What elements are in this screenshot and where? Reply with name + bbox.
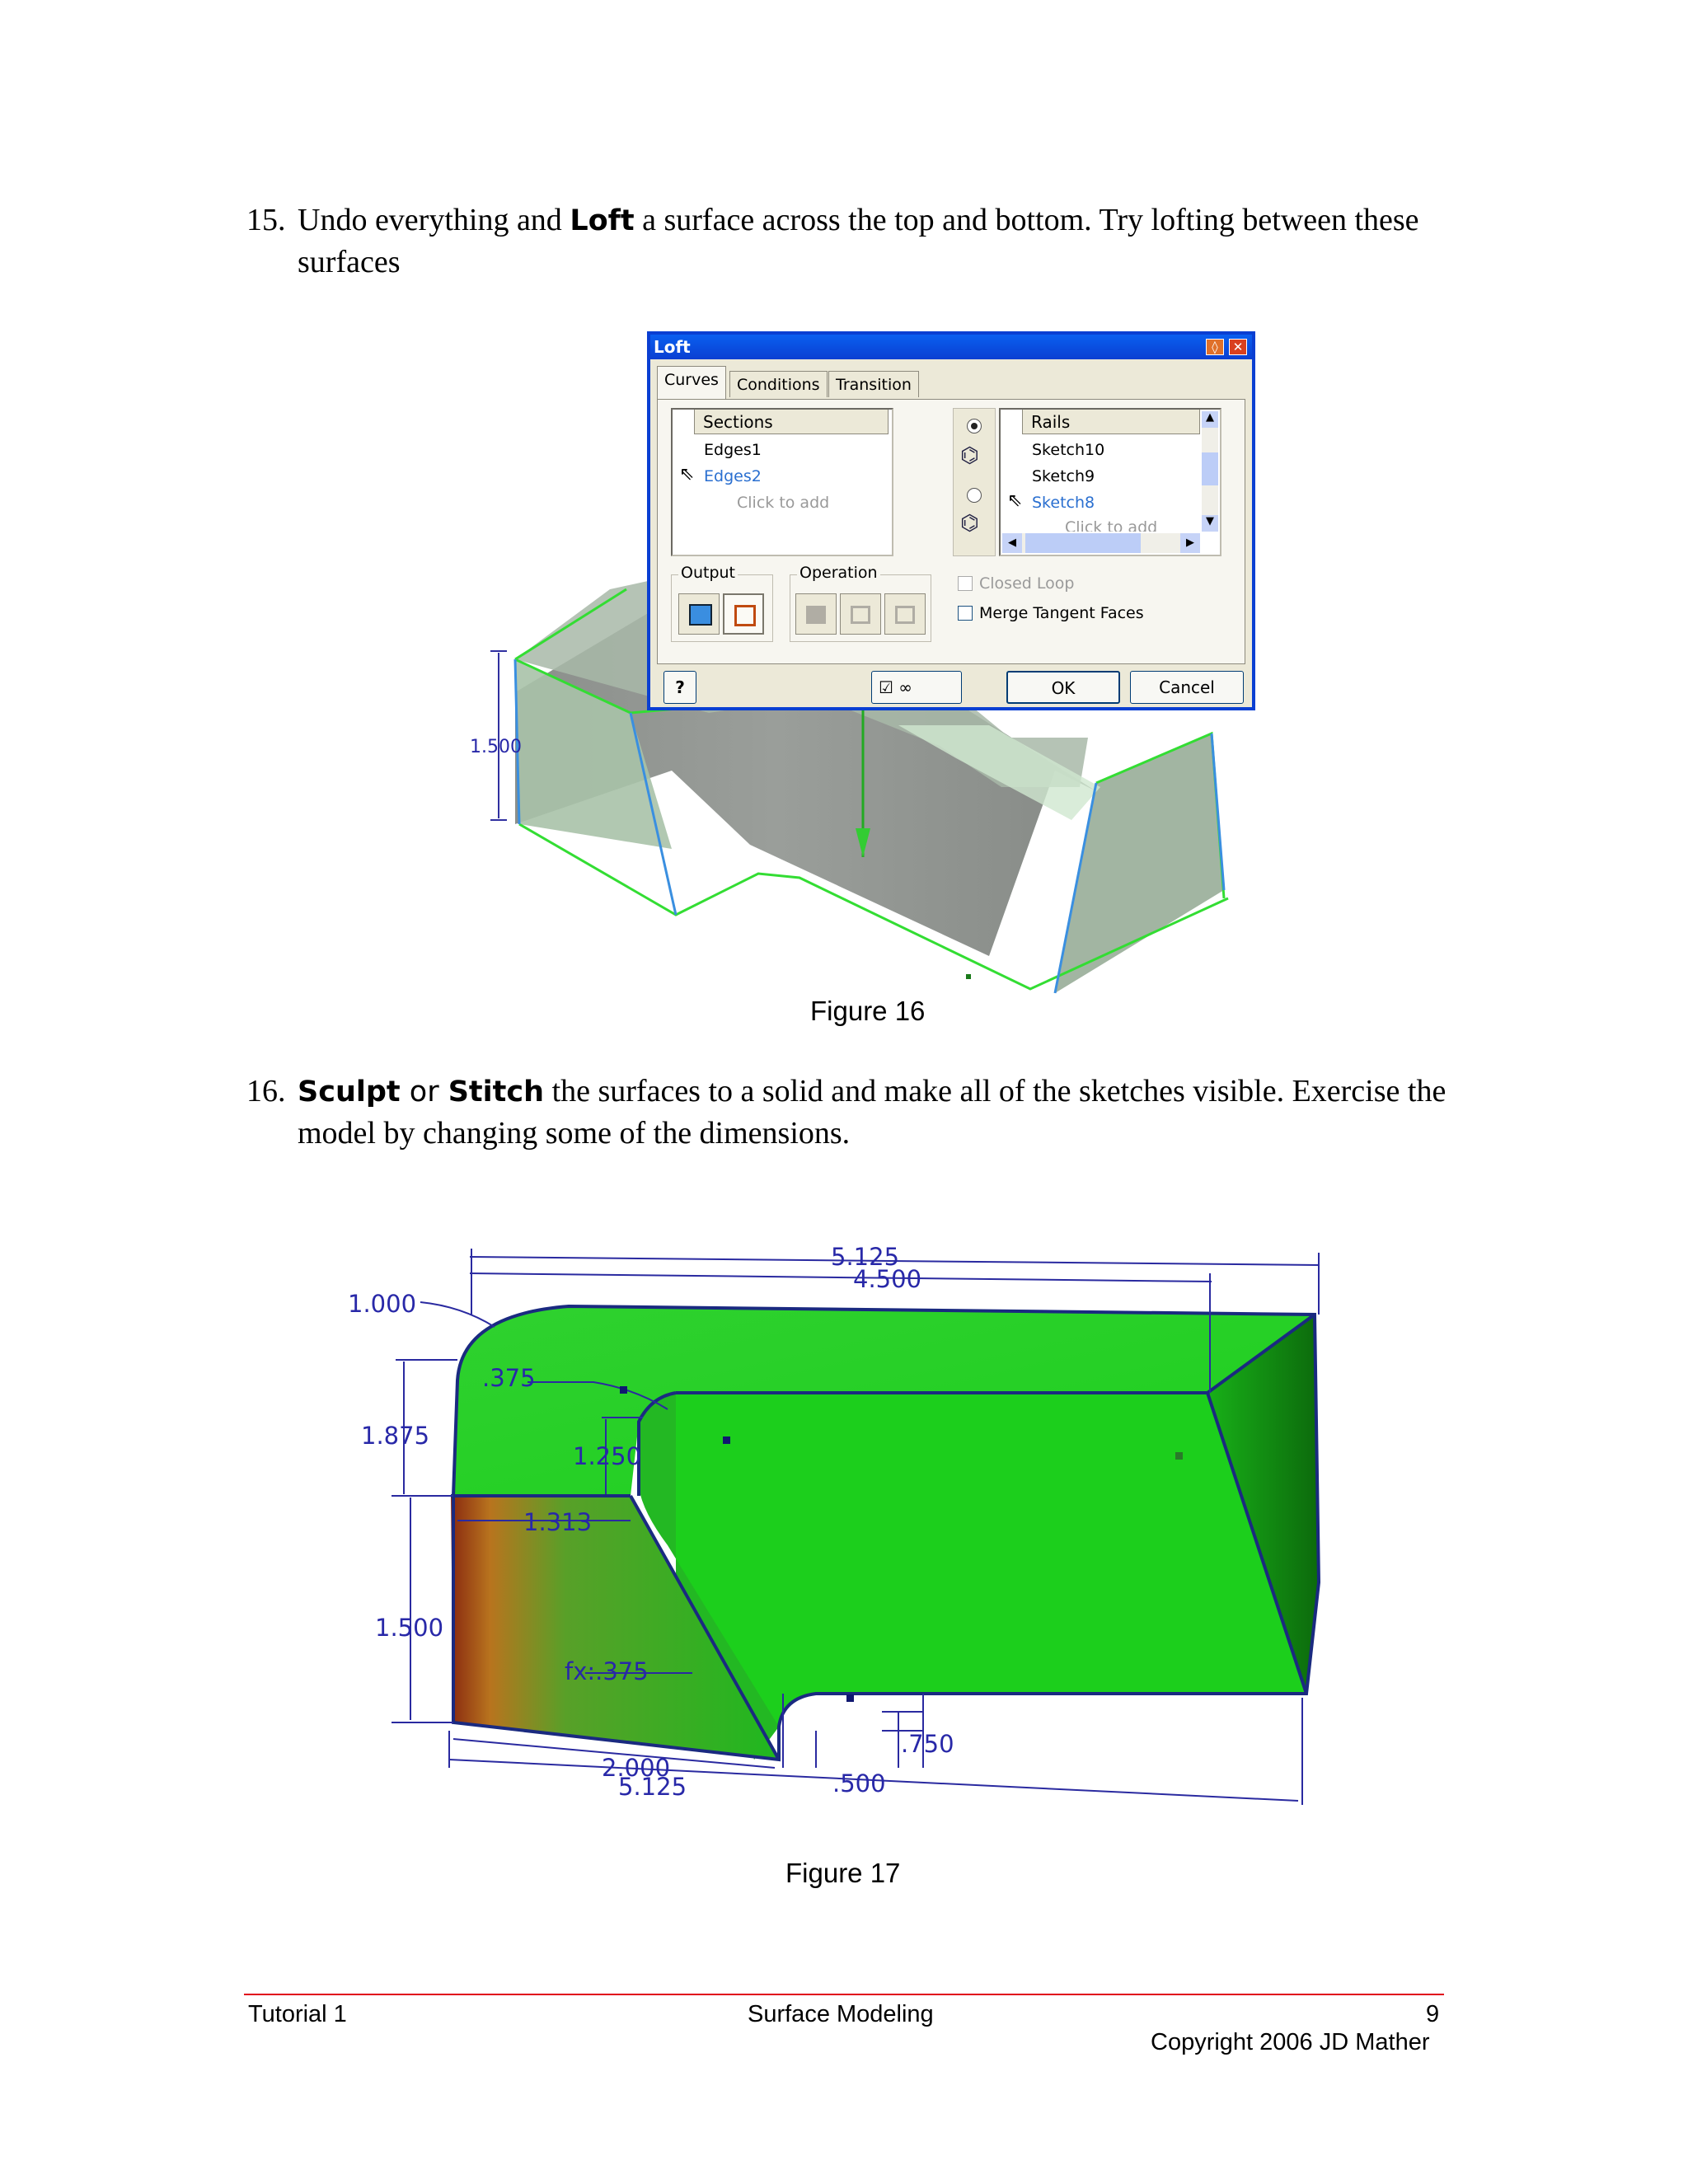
sections-click-to-add[interactable]: Click to add (737, 494, 830, 512)
rails-header: Rails (1022, 410, 1200, 434)
footer-rule (244, 1994, 1444, 1995)
preview-button[interactable]: ☑ ∞ (871, 671, 962, 704)
footer-copyright: Copyright 2006 JD Mather (1151, 2029, 1430, 2055)
arrow-head (856, 828, 870, 857)
tab-conditions[interactable]: Conditions (729, 371, 828, 397)
tab-curves[interactable]: Curves (657, 366, 726, 399)
page-number: 9 (1426, 2001, 1440, 2027)
rails-radio[interactable] (967, 419, 982, 434)
scroll-up-icon[interactable]: ▲ (1202, 411, 1218, 428)
sketch-point (966, 974, 971, 979)
intersect-button[interactable] (884, 593, 926, 635)
dim-5125-top: 5.125 (831, 1243, 899, 1271)
center-line-radio[interactable] (967, 488, 982, 503)
model-right-wall (1055, 733, 1224, 993)
scroll-thumb[interactable] (1202, 452, 1218, 485)
model-front-face (676, 1393, 1306, 1760)
model-top-face (453, 1306, 1315, 1496)
rail-item[interactable]: Sketch10 (1032, 441, 1105, 459)
tab-transition[interactable]: Transition (828, 371, 919, 397)
model-left-wall (515, 659, 672, 849)
curves-panel: Sections Edges1 Edges2 ⇖ Click to add ⌬ … (657, 399, 1245, 664)
rail-item[interactable]: Sketch8 (1032, 494, 1095, 512)
merge-tangent-faces-checkbox[interactable] (958, 606, 973, 621)
dim-4500: 4.500 (853, 1265, 921, 1293)
cursor-icon: ⇖ (679, 464, 695, 485)
dim-1500: 1.500 (375, 1614, 443, 1642)
operation-label: Operation (797, 564, 880, 582)
merge-tangent-faces-label: Merge Tangent Faces (979, 604, 1144, 622)
sections-header: Sections (694, 410, 889, 434)
model-fillet-face (639, 1393, 779, 1760)
dim-1875: 1.875 (361, 1422, 429, 1450)
dialog-close-icon[interactable]: ✕ (1229, 339, 1247, 355)
cancel-button[interactable]: Cancel (1130, 671, 1244, 704)
dim-375: .375 (482, 1364, 536, 1392)
footer-tutorial: Tutorial 1 (248, 2001, 347, 2027)
center-line-icon: ⌬ (960, 511, 979, 536)
surface-output-button[interactable] (723, 593, 764, 635)
footer-title: Surface Modeling (748, 2001, 934, 2027)
cursor-icon: ⇖ (1007, 490, 1023, 511)
section-item[interactable]: Edges2 (704, 467, 762, 485)
dialog-help-title-button[interactable]: ◊ (1206, 339, 1224, 355)
output-label: Output (678, 564, 738, 582)
stitch-command: Stitch (448, 1076, 545, 1108)
rails-icon: ⌬ (960, 443, 979, 468)
dim-500: .500 (832, 1769, 886, 1797)
step-number: 16. (246, 1074, 286, 1108)
rails-list[interactable]: Rails Sketch10 Sketch9 Sketch8 ⇖ Click t… (999, 408, 1221, 556)
cut-button[interactable] (840, 593, 881, 635)
dim-1313: 1.313 (523, 1508, 592, 1536)
dim-1000: 1.000 (348, 1290, 416, 1318)
glasses-icon: ∞ (898, 677, 912, 697)
dim-2000: 2.000 (602, 1754, 670, 1782)
help-button[interactable]: ? (663, 671, 696, 704)
dialog-title: Loft (650, 335, 1252, 359)
rails-click-to-add[interactable]: Click to add (1065, 518, 1158, 532)
scroll-right-icon[interactable]: ▶ (1180, 533, 1200, 553)
loft-command: Loft (570, 204, 635, 237)
sketch-point (723, 1436, 730, 1444)
sculpt-command: Sculpt (298, 1076, 401, 1108)
rail-mode-group: ⌬ ⌬ (953, 408, 996, 556)
loft-dialog: Loft ◊ ✕ Curves Conditions Transition Se… (647, 331, 1255, 710)
operation-group: Operation (790, 564, 931, 642)
checkmark-icon: ☑ (879, 677, 893, 697)
step-text: Undo everything and Loft a surface acros… (298, 203, 1419, 279)
sections-list[interactable]: Sections Edges1 Edges2 ⇖ Click to add (671, 408, 893, 556)
model-right-face (1207, 1315, 1319, 1694)
rail-item[interactable]: Sketch9 (1032, 467, 1095, 485)
model-inner-face (898, 725, 1100, 820)
output-group: Output (671, 564, 773, 642)
dim-750: .750 (901, 1730, 954, 1758)
join-button[interactable] (795, 593, 837, 635)
rails-horizontal-scrollbar[interactable]: ◀ ▶ (1002, 533, 1200, 553)
figure-16-caption: Figure 16 (810, 996, 926, 1026)
scroll-thumb[interactable] (1025, 533, 1141, 553)
closed-loop-label: Closed Loop (979, 574, 1075, 593)
ok-button[interactable]: OK (1006, 671, 1120, 704)
scroll-left-icon[interactable]: ◀ (1002, 533, 1022, 553)
dim-1250: 1.250 (573, 1442, 641, 1470)
dim-fx375: fx:.375 (565, 1657, 649, 1685)
solid-output-button[interactable] (678, 593, 720, 635)
step-number: 15. (246, 203, 286, 237)
model-left-face (451, 1496, 779, 1760)
step-text: Sculpt or Stitch the surfaces to a solid… (298, 1074, 1447, 1151)
figure-17-caption: Figure 17 (785, 1858, 901, 1888)
sketch-point (846, 1694, 854, 1702)
scroll-down-icon[interactable]: ▼ (1202, 515, 1218, 532)
sketch-point (620, 1386, 627, 1394)
closed-loop-checkbox[interactable] (958, 576, 973, 591)
figure-17-model: 5.125 4.500 1.000 .375 1.875 1.250 1.313… (348, 1243, 1321, 1805)
section-item[interactable]: Edges1 (704, 441, 762, 459)
dim-1500: 1.500 (470, 737, 522, 757)
rails-vertical-scrollbar[interactable]: ▲ ▼ (1202, 411, 1218, 532)
sketch-point (1175, 1452, 1183, 1460)
dim-5125-bottom: 5.125 (618, 1773, 687, 1801)
